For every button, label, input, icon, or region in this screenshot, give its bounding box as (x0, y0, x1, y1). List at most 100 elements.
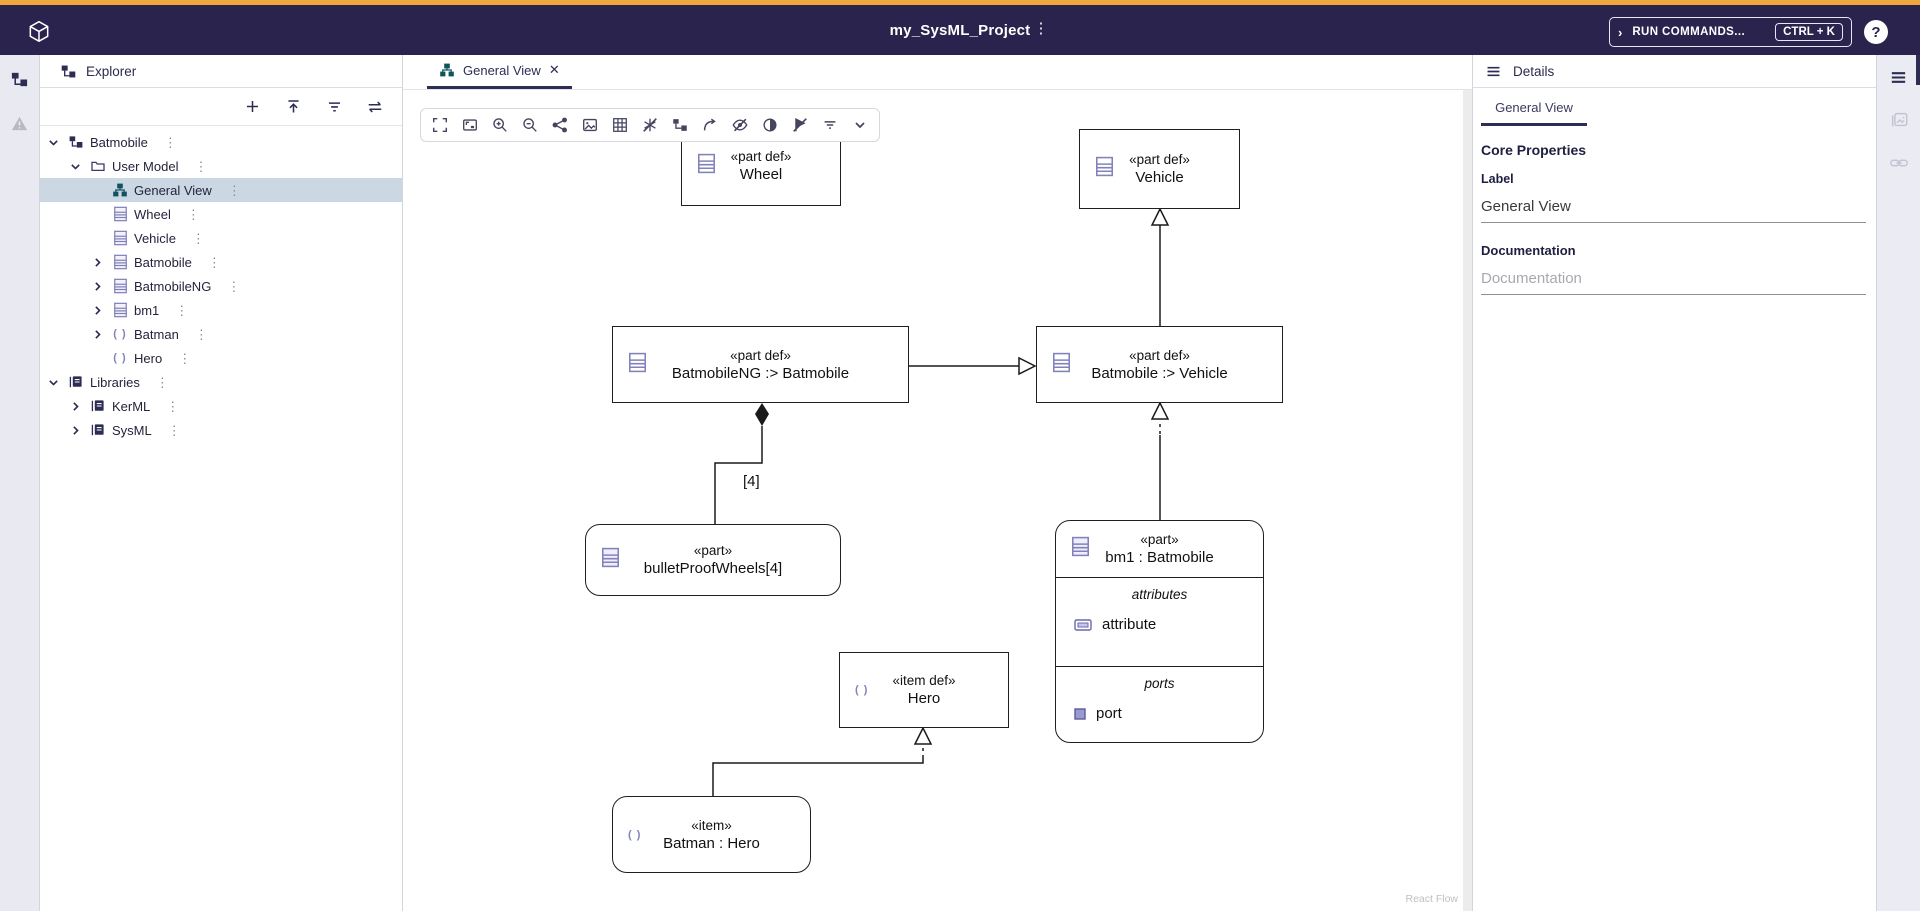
item-icon: ( ) (113, 352, 127, 364)
grid-icon[interactable] (609, 114, 631, 136)
chevron-right-icon[interactable] (64, 400, 86, 413)
chevron-down-icon[interactable] (42, 376, 64, 389)
item-def-icon: ( ) (855, 684, 869, 696)
hide-elements-icon[interactable] (729, 114, 751, 136)
top-bar: my_SysML_Project ⋮ › RUN COMMANDS... CTR… (0, 0, 1920, 55)
item-menu-icon[interactable]: ⋮ (167, 422, 181, 438)
tree-item-batmobile-root[interactable]: Batmobile ⋮ (40, 130, 402, 154)
port-row[interactable]: port (1056, 691, 1263, 722)
tree-item-user-model[interactable]: User Model ⋮ (40, 154, 402, 178)
item-menu-icon[interactable]: ⋮ (227, 182, 241, 198)
model-tree: Batmobile ⋮ User Model ⋮ General View ⋮ (40, 126, 402, 911)
shortcut-badge: CTRL + K (1775, 23, 1843, 41)
part-icon (601, 547, 620, 574)
tree-item-sysml[interactable]: SysML ⋮ (40, 418, 402, 442)
node-batman[interactable]: ( ) «item» Batman : Hero (612, 796, 811, 873)
item-menu-icon[interactable]: ⋮ (207, 254, 221, 270)
node-hero[interactable]: ( ) «item def» Hero (839, 652, 1009, 728)
auto-layout-icon[interactable] (669, 114, 691, 136)
more-chevron-down-icon[interactable] (849, 114, 871, 136)
fullscreen-icon[interactable] (429, 114, 451, 136)
help-button[interactable]: ? (1864, 20, 1888, 44)
chevron-down-icon[interactable] (64, 160, 86, 173)
item-menu-icon[interactable]: ⋮ (155, 374, 169, 390)
explorer-toolbar (40, 88, 402, 126)
tree-item-vehicle[interactable]: Vehicle ⋮ (40, 226, 402, 250)
chevron-right-icon[interactable] (86, 328, 108, 341)
ports-compartment: ports port (1056, 666, 1263, 742)
label-input[interactable] (1481, 196, 1866, 223)
tree-item-bm1[interactable]: bm1 ⋮ (40, 298, 402, 322)
references-link-icon[interactable] (1885, 149, 1913, 177)
item-menu-icon[interactable]: ⋮ (194, 158, 208, 174)
chevron-down-icon[interactable] (42, 136, 64, 149)
node-bm1[interactable]: «part» bm1 : Batmobile attributes attrib… (1055, 520, 1264, 743)
item-menu-icon[interactable]: ⋮ (191, 230, 205, 246)
fit-view-icon[interactable] (459, 114, 481, 136)
multiplicity-label: [4] (743, 473, 760, 490)
reroute-icon[interactable] (699, 114, 721, 136)
node-batmobileng[interactable]: «part def» BatmobileNG :> Batmobile (612, 326, 909, 403)
react-flow-attribution[interactable]: React Flow (1405, 893, 1458, 905)
project-icon (64, 134, 88, 150)
run-commands-button[interactable]: › RUN COMMANDS... CTRL + K (1609, 17, 1852, 47)
model-explorer-icon[interactable] (6, 65, 34, 93)
chevron-right-icon[interactable] (86, 256, 108, 269)
details-tab-general-view[interactable]: General View (1481, 100, 1587, 126)
sync-icon[interactable] (364, 96, 386, 118)
problems-warning-icon[interactable] (6, 109, 34, 137)
project-menu-icon[interactable]: ⋮ (1033, 20, 1049, 37)
tab-general-view[interactable]: General View ✕ (427, 54, 572, 89)
explorer-title: Explorer (86, 63, 137, 79)
contrast-icon[interactable] (759, 114, 781, 136)
tree-item-wheel[interactable]: Wheel ⋮ (40, 202, 402, 226)
chevron-right-icon[interactable] (86, 304, 108, 317)
library-icon (64, 374, 88, 390)
add-element-icon[interactable] (241, 96, 263, 118)
move-to-top-icon[interactable] (282, 96, 304, 118)
close-icon[interactable]: ✕ (548, 62, 560, 77)
tree-item-hero[interactable]: ( ) Hero ⋮ (40, 346, 402, 370)
zoom-out-icon[interactable] (519, 114, 541, 136)
node-vehicle[interactable]: «part def» Vehicle (1079, 129, 1240, 209)
item-menu-icon[interactable]: ⋮ (227, 278, 241, 294)
chevron-right-icon[interactable] (86, 280, 108, 293)
zoom-in-icon[interactable] (489, 114, 511, 136)
filter-icon[interactable] (323, 96, 345, 118)
export-image-icon[interactable] (579, 114, 601, 136)
tree-item-libraries[interactable]: Libraries ⋮ (40, 370, 402, 394)
details-body: Core Properties Label Documentation (1473, 126, 1876, 315)
diagram-edges (712, 207, 1170, 796)
item-menu-icon[interactable]: ⋮ (175, 302, 189, 318)
tree-item-batman[interactable]: ( ) Batman ⋮ (40, 322, 402, 346)
tree-item-general-view[interactable]: General View ⋮ (40, 178, 402, 202)
details-menu-icon[interactable] (1885, 63, 1913, 91)
node-bulletproofwheels[interactable]: «part» bulletProofWheels[4] (585, 524, 841, 596)
item-menu-icon[interactable]: ⋮ (166, 398, 180, 414)
item-menu-icon[interactable]: ⋮ (163, 134, 177, 150)
filter-icon[interactable] (819, 114, 841, 136)
item-menu-icon[interactable]: ⋮ (178, 350, 192, 366)
item-icon: ( ) (113, 328, 127, 340)
tree-item-batmobileng[interactable]: BatmobileNG ⋮ (40, 274, 402, 298)
chevron-right-icon[interactable] (64, 424, 86, 437)
menu-icon[interactable] (1485, 63, 1502, 80)
canvas-scrollbar[interactable] (1463, 90, 1472, 911)
node-batmobile-vehicle[interactable]: «part def» Batmobile :> Vehicle (1036, 326, 1283, 403)
share-icon[interactable] (549, 114, 571, 136)
item-menu-icon[interactable]: ⋮ (194, 326, 208, 342)
app-logo-cube-icon[interactable] (26, 19, 52, 50)
tree-item-batmobile[interactable]: Batmobile ⋮ (40, 250, 402, 274)
left-activity-rail (0, 55, 40, 911)
attribute-row[interactable]: attribute (1056, 602, 1263, 633)
documentation-input[interactable] (1481, 268, 1866, 295)
project-title: my_SysML_Project (889, 21, 1031, 39)
hide-annotations-icon[interactable] (789, 114, 811, 136)
tree-item-kerml[interactable]: KerML ⋮ (40, 394, 402, 418)
snap-off-icon[interactable] (639, 114, 661, 136)
diagram-canvas[interactable]: [4] «part def» Wheel «part def» Vehicle (403, 90, 1472, 911)
diagram-icon (108, 182, 132, 198)
diagrams-icon[interactable] (1885, 106, 1913, 134)
item-menu-icon[interactable]: ⋮ (186, 206, 200, 222)
part-def-icon (108, 278, 132, 294)
